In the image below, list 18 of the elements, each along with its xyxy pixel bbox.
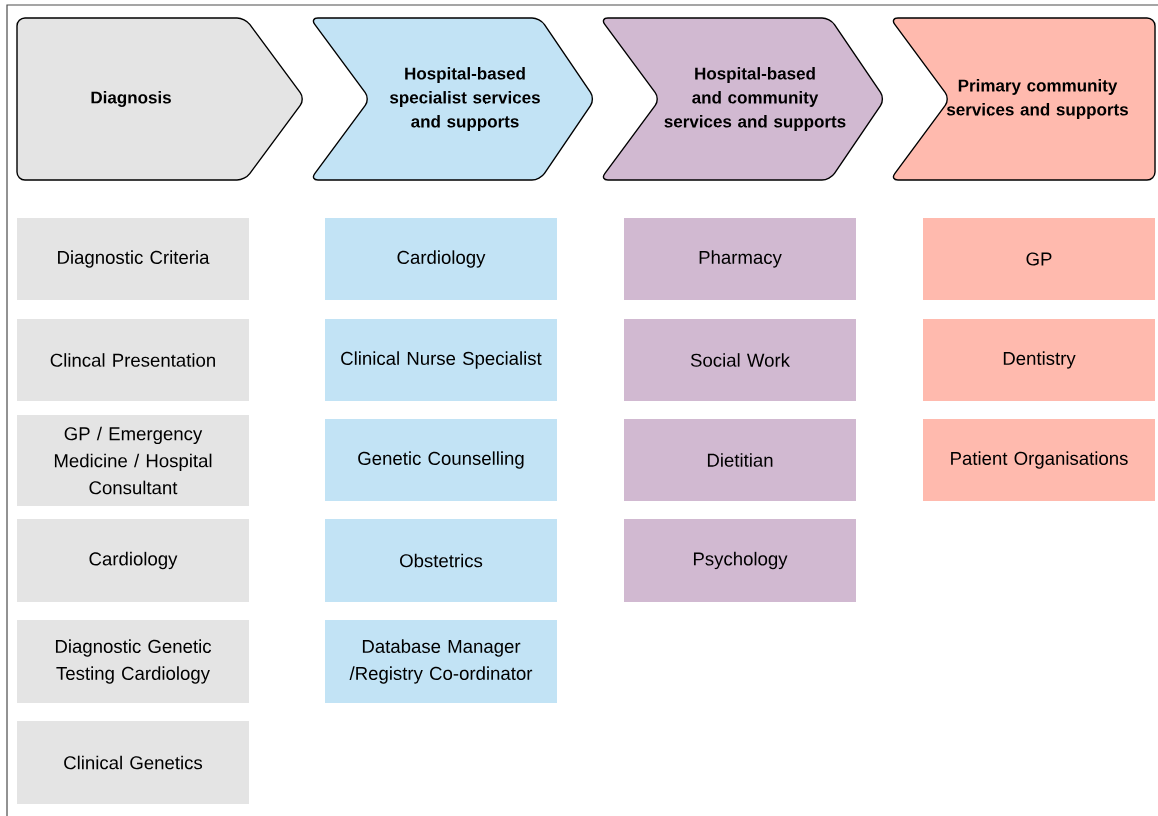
service-box: Genetic Counselling — [325, 419, 557, 501]
service-box: Cardiology — [325, 218, 557, 300]
service-box: GP — [923, 218, 1155, 300]
service-box: Diagnostic Genetic Testing Cardiology — [17, 620, 249, 703]
service-box: Clincal Presentation — [17, 319, 249, 401]
service-box: Diagnostic Criteria — [17, 218, 249, 300]
service-box: Clinical Genetics — [17, 721, 249, 804]
service-box: Patient Organisations — [923, 419, 1155, 501]
service-box: GP / Emergency Medicine / Hospital Consultant — [17, 415, 249, 506]
service-box: Social Work — [624, 319, 856, 401]
service-box: Dentistry — [923, 319, 1155, 401]
service-box: Database Manager /Registry Co-ordinator — [325, 620, 557, 703]
service-box: Dietitian — [624, 419, 856, 501]
service-box: Cardiology — [17, 519, 249, 602]
service-box: Psychology — [624, 519, 856, 602]
service-box: Obstetrics — [325, 519, 557, 602]
service-box: Pharmacy — [624, 218, 856, 300]
service-box: Clinical Nurse Specialist — [325, 319, 557, 401]
